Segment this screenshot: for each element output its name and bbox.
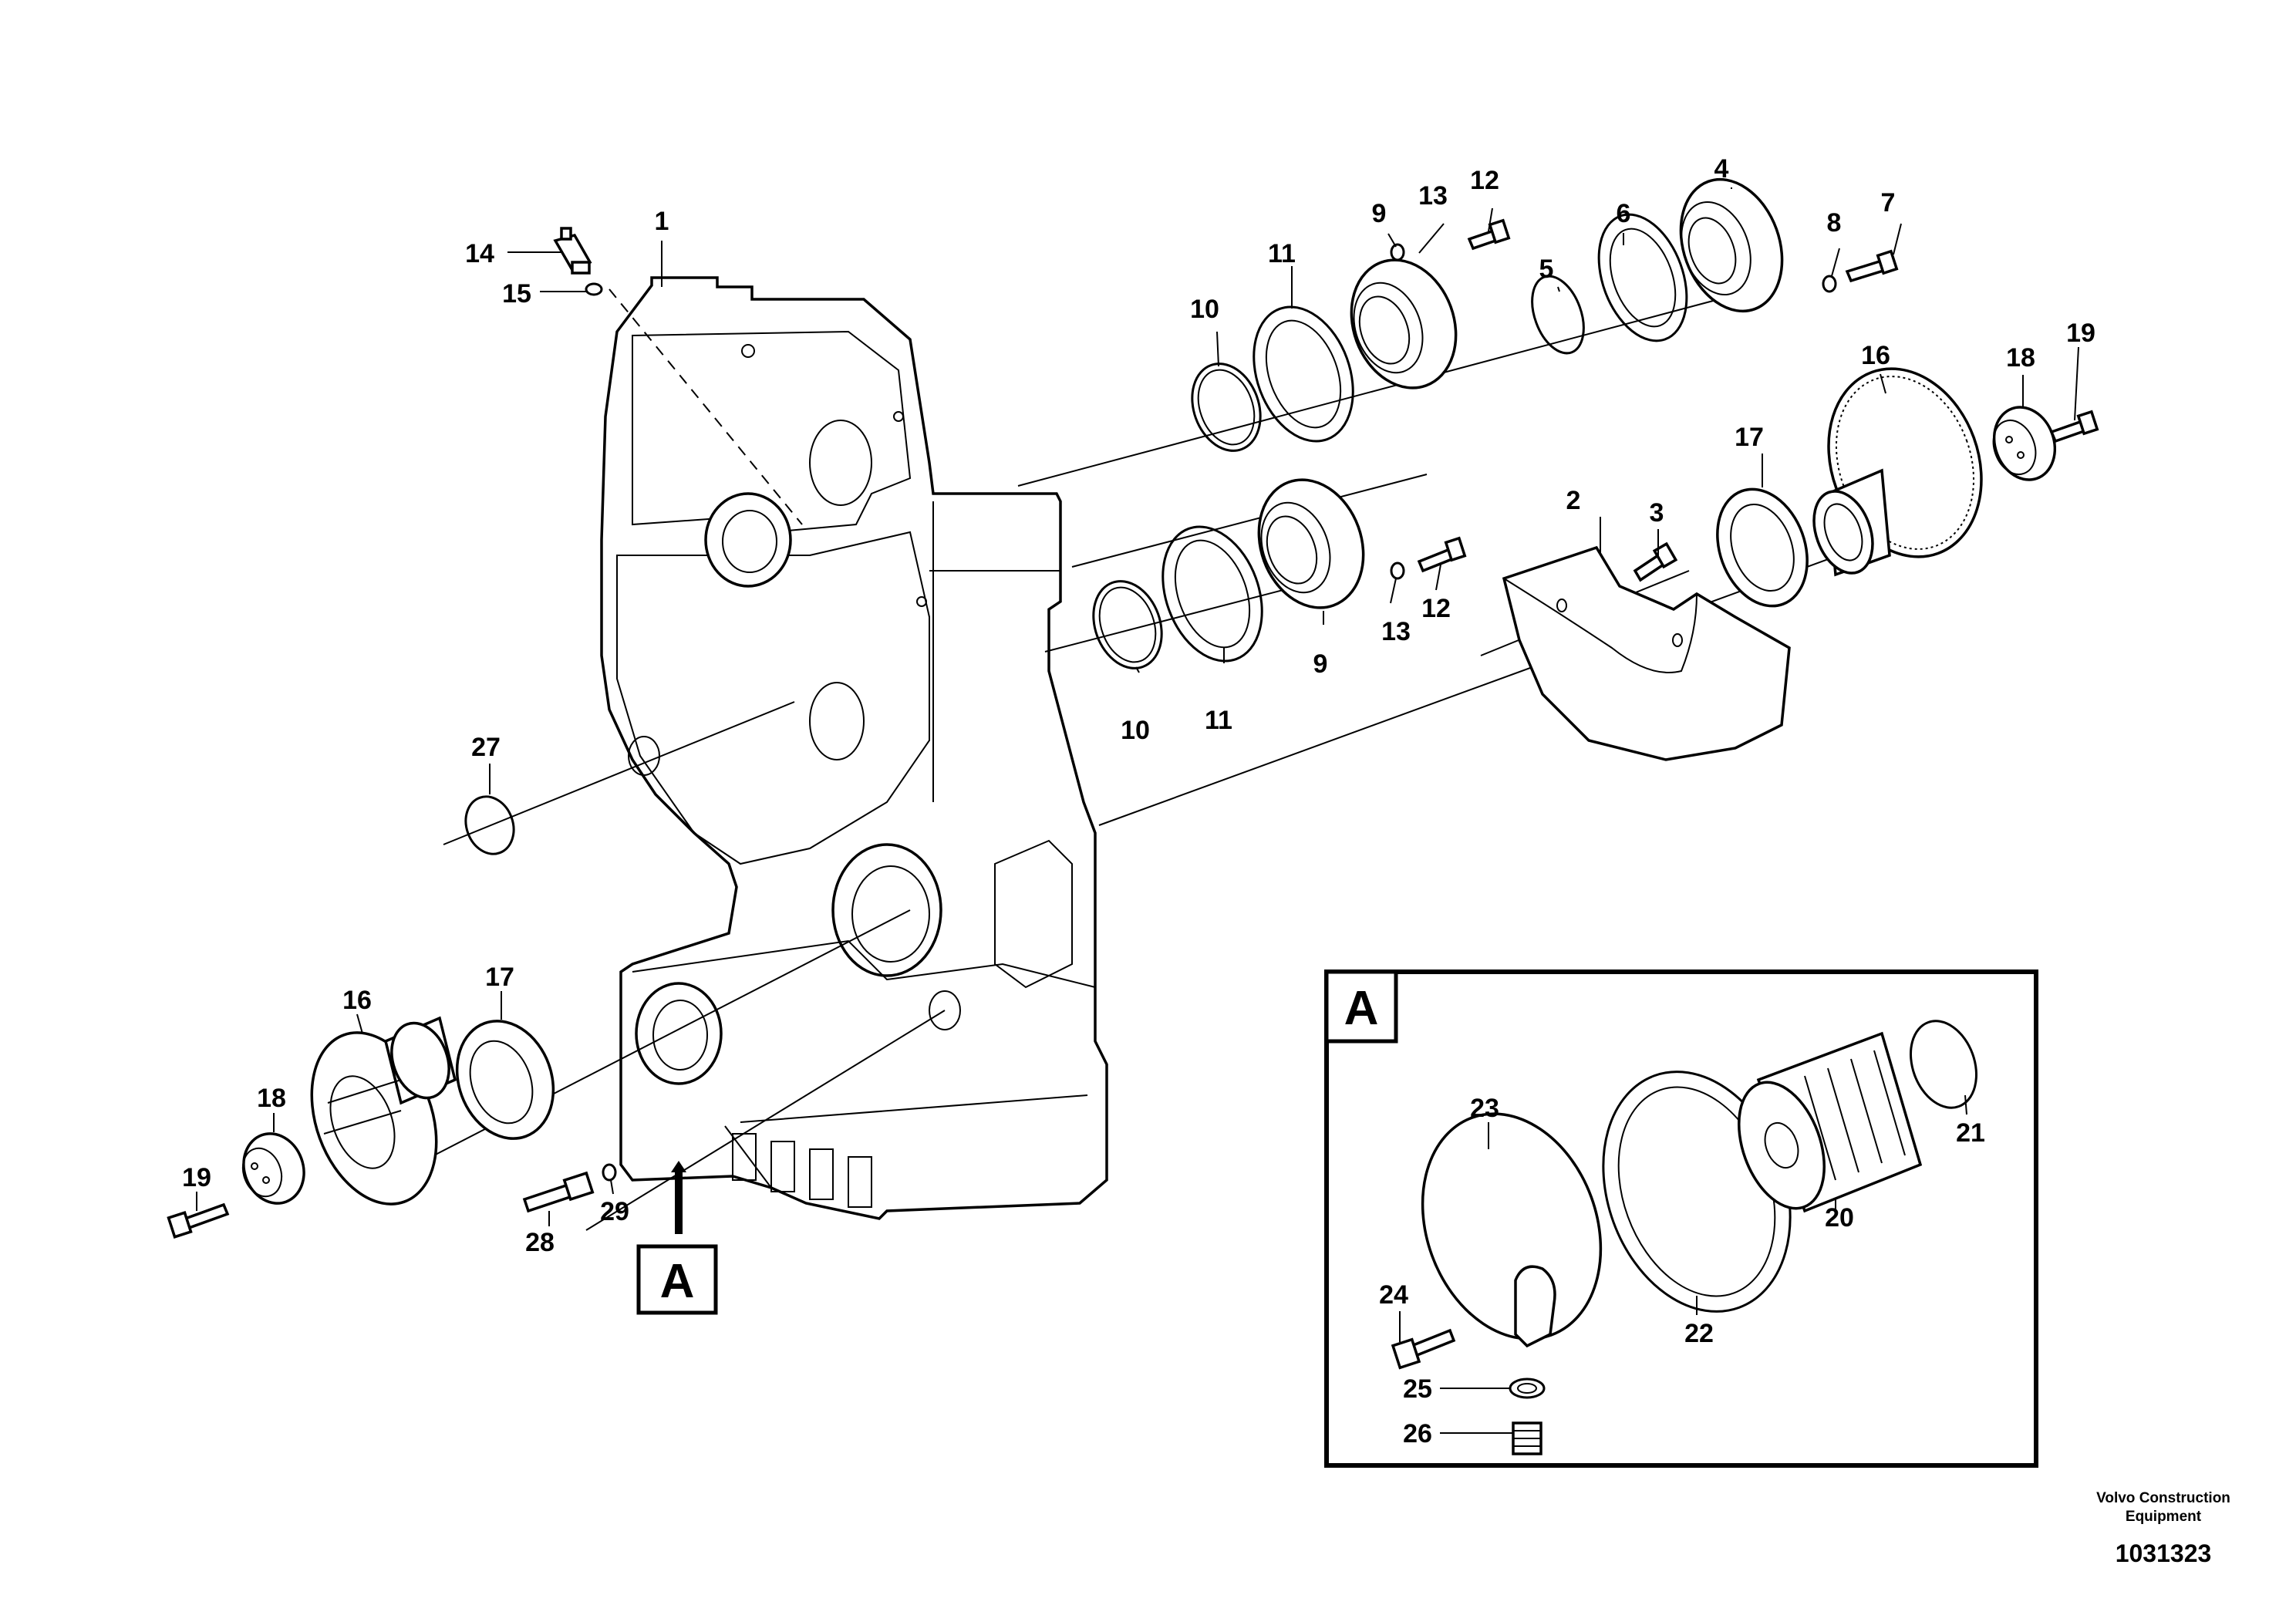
- seal-17-upper: [1716, 487, 1809, 608]
- label-part-7: 7: [1881, 188, 1896, 218]
- bolt-12-upper: [1467, 218, 1511, 251]
- detail-view-a: [1324, 969, 2038, 1468]
- bearing-cap-9-upper: [1350, 258, 1458, 389]
- bolt-19-upper: [2049, 410, 2099, 443]
- detail-a-reference: [636, 1161, 718, 1315]
- label-part-29: 29: [600, 1197, 629, 1226]
- label-part-23: 23: [1470, 1094, 1499, 1123]
- o-ring-10-upper: [1191, 363, 1262, 452]
- o-ring-5: [1531, 275, 1585, 355]
- detail-ref-letter: A: [660, 1255, 695, 1308]
- washer-29: [602, 1163, 617, 1182]
- label-part-16-lower: 16: [342, 986, 372, 1015]
- label-part-17-lower: 17: [485, 963, 514, 992]
- cap-18-lower: [241, 1132, 305, 1205]
- bolt-12-lower: [1417, 536, 1467, 573]
- label-part-21: 21: [1956, 1118, 1985, 1148]
- label-part-9-lower: 9: [1313, 649, 1328, 679]
- label-part-12-upper: 12: [1470, 166, 1499, 195]
- o-ring-27: [464, 795, 515, 855]
- label-part-18-upper: 18: [2006, 343, 2035, 373]
- flange-16-upper: [1812, 367, 1983, 577]
- sensor-28: [522, 1171, 595, 1213]
- gearbox-housing: [600, 276, 1108, 1220]
- label-part-9-upper: 9: [1372, 199, 1387, 228]
- label-part-4: 4: [1714, 154, 1729, 184]
- label-part-15: 15: [502, 279, 531, 309]
- gasket-11-upper: [1253, 305, 1354, 443]
- label-part-17-upper: 17: [1735, 423, 1764, 452]
- label-part-13-upper: 13: [1418, 181, 1448, 211]
- company-name-line1: Volvo Construction: [2096, 1490, 2230, 1506]
- label-part-11-lower: 11: [1205, 706, 1232, 735]
- footer: Volvo Construction Equipment 1031323: [2096, 1490, 2230, 1567]
- o-ring-10-lower: [1092, 580, 1163, 669]
- label-part-13-lower: 13: [1381, 617, 1411, 646]
- bolt-19-lower: [167, 1202, 230, 1239]
- leader-lines: [196, 187, 2079, 1434]
- label-part-18-lower: 18: [257, 1084, 286, 1113]
- gasket-11-lower: [1161, 525, 1263, 663]
- drawing-number: 1031323: [2116, 1539, 2212, 1567]
- part-labels: 1 14 15 10 11 9 13 12 5 6 4 8 7 16 18 19…: [182, 154, 2095, 1448]
- label-part-25: 25: [1403, 1374, 1432, 1404]
- label-part-2: 2: [1566, 486, 1581, 515]
- o-ring-15: [585, 282, 603, 296]
- sensor-leader-dashed: [609, 288, 803, 525]
- label-part-8: 8: [1827, 208, 1842, 238]
- label-part-26: 26: [1403, 1419, 1432, 1448]
- seal-17-lower: [455, 1020, 555, 1140]
- detail-inset-letter: A: [1344, 982, 1379, 1035]
- label-part-10-lower: 10: [1121, 716, 1150, 745]
- label-part-3: 3: [1650, 498, 1664, 528]
- bolt-3: [1633, 541, 1678, 582]
- label-part-27: 27: [471, 733, 501, 762]
- bearing-cap-4: [1679, 177, 1784, 313]
- washer-13-lower: [1390, 561, 1405, 580]
- label-part-1: 1: [655, 207, 669, 236]
- cap-18-upper: [1992, 406, 2057, 481]
- label-part-22: 22: [1684, 1319, 1714, 1348]
- cover-shield-2: [1502, 545, 1791, 761]
- washer-8: [1822, 275, 1837, 293]
- label-part-12-lower: 12: [1421, 594, 1451, 623]
- label-part-14: 14: [465, 239, 494, 268]
- sensor-14: [553, 227, 592, 275]
- bearing-cap-9-lower: [1257, 478, 1365, 609]
- label-part-11-upper: 11: [1268, 239, 1296, 268]
- label-part-20: 20: [1825, 1203, 1854, 1233]
- label-part-10-upper: 10: [1190, 295, 1219, 324]
- label-part-6: 6: [1617, 199, 1631, 228]
- label-part-19-upper: 19: [2066, 319, 2095, 348]
- bolt-7: [1845, 249, 1899, 283]
- label-part-19-lower: 19: [182, 1163, 211, 1192]
- washer-13-upper: [1390, 243, 1405, 261]
- label-part-24: 24: [1379, 1280, 1408, 1310]
- company-name-line2: Equipment: [2126, 1509, 2202, 1525]
- label-part-28: 28: [525, 1228, 555, 1257]
- flange-16-lower: [310, 1016, 457, 1206]
- label-part-16-upper: 16: [1861, 341, 1890, 370]
- gasket-6: [1597, 213, 1688, 342]
- label-part-5: 5: [1539, 255, 1554, 284]
